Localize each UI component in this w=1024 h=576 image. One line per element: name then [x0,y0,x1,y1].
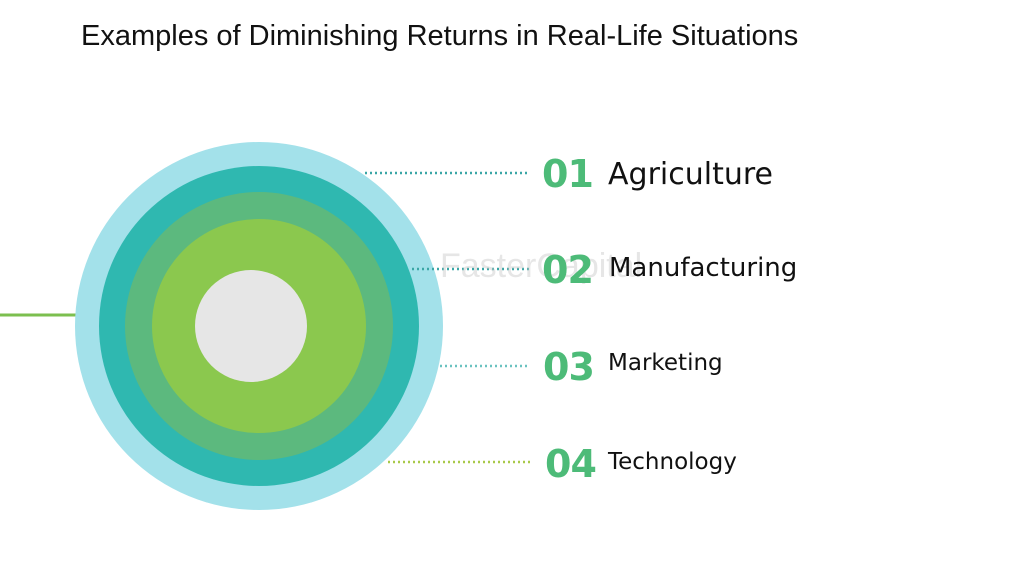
item-label-3: Marketing [608,350,723,376]
item-number-2: 02 [542,248,594,292]
item-number-3: 03 [543,345,595,389]
item-number-4: 04 [545,442,597,486]
page-title: Examples of Diminishing Returns in Real-… [81,20,799,52]
item-label-2: Manufacturing [609,253,798,283]
item-number-1: 01 [542,152,594,196]
item-label-4: Technology [608,449,737,475]
item-label-1: Agriculture [608,157,773,192]
watermark: FasterCapital [440,247,643,285]
ring-center [195,270,307,382]
